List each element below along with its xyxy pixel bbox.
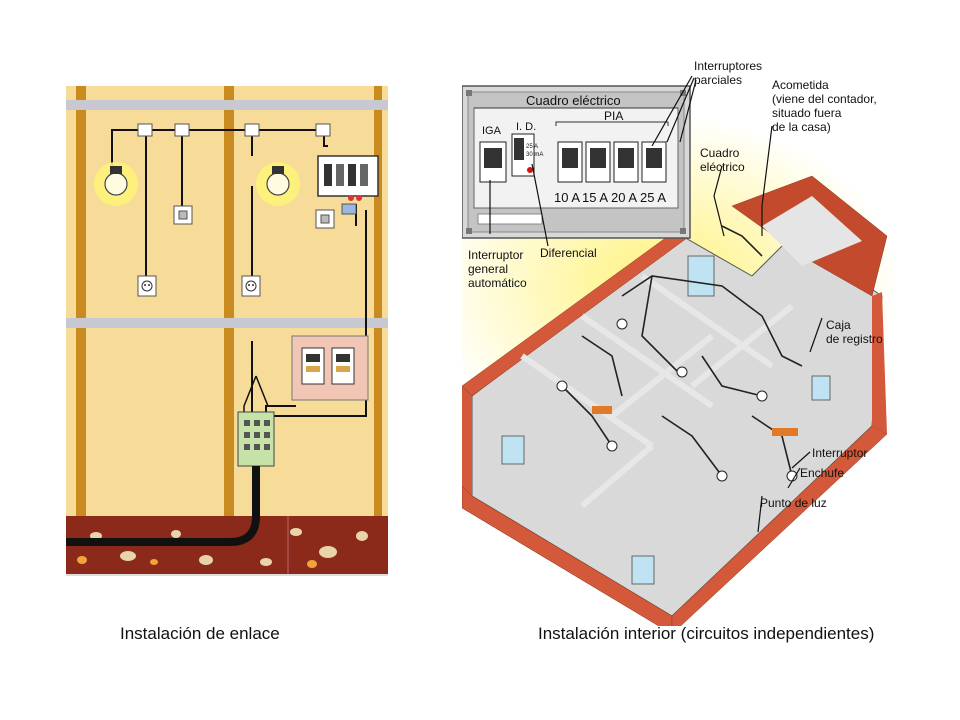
rating-25a: 25 A [640, 190, 666, 205]
enlace-diagram [66, 86, 388, 576]
light-point-icon [676, 366, 688, 378]
junction-box [174, 123, 190, 137]
window [687, 255, 715, 297]
rating-20a: 20 A [611, 190, 637, 205]
light-point-icon [716, 470, 728, 482]
rating-15a: 15 A [582, 190, 608, 205]
switch-icon [173, 205, 193, 225]
id-rating-2: 30 mA [526, 152, 543, 158]
outlet-icon [241, 275, 261, 297]
window [501, 435, 525, 465]
differential-breaker-icon [511, 133, 535, 177]
house-wall [872, 292, 887, 434]
pia-label: PIA [604, 109, 623, 123]
id-label: I. D. [516, 121, 536, 133]
id-rating-1: 25 A [526, 144, 538, 150]
beam [224, 86, 234, 516]
pia-breaker-icon [641, 141, 667, 183]
pia-breaker-icon [557, 141, 583, 183]
label-diferencial: Diferencial [540, 246, 597, 260]
igat-breaker-icon [479, 141, 507, 183]
electrical-panel: Cuadro eléctrico IGA I. D. PIA 25 A 30 m… [462, 85, 691, 239]
distribution-panel [317, 155, 379, 215]
label-interruptor-general: Interruptor general automático [468, 248, 527, 290]
left-caption: Instalación de enlace [120, 624, 280, 643]
label-interruptor: Interruptor [812, 446, 868, 460]
light-bulb-icon [256, 162, 300, 206]
rail-middle [66, 318, 388, 328]
window [631, 555, 655, 585]
switch-icon [315, 209, 335, 229]
label-acometida: Acometida (viene del contador, situado f… [772, 78, 877, 134]
igat-label: IGA [482, 125, 502, 137]
label-caja-registro: Caja de registro [826, 318, 883, 346]
light-point-icon [756, 390, 768, 402]
protection-box [237, 375, 275, 467]
junction-box [315, 123, 331, 137]
junction-box [244, 123, 260, 137]
right-caption: Instalación interior (circuitos independ… [538, 624, 875, 643]
house-wall [462, 386, 472, 496]
pia-breaker-icon [613, 141, 639, 183]
rail-top [66, 100, 388, 110]
label-cuadro-electrico: Cuadro eléctrico [700, 146, 745, 174]
light-point-icon [556, 380, 568, 392]
light-point-icon [616, 318, 628, 330]
label-interruptores-parciales: Interruptores parciales [694, 59, 763, 87]
underground-cable [66, 466, 260, 546]
light-point-icon [606, 440, 618, 452]
soil-stones [77, 528, 368, 568]
panel-title: Cuadro eléctrico [526, 93, 621, 108]
house-wall [462, 485, 673, 626]
meter-box [291, 335, 369, 401]
light-bulb-icon [94, 162, 138, 206]
rating-10a: 10 A [554, 190, 580, 205]
pia-breaker-icon [585, 141, 611, 183]
beam [374, 86, 382, 516]
label-punto-luz: Punto de luz [760, 496, 827, 510]
interior-diagram: Cuadro eléctrico IGA I. D. PIA 25 A 30 m… [462, 75, 902, 626]
beam [76, 86, 86, 516]
label-enchufe: Enchufe [800, 466, 845, 480]
window [811, 375, 831, 401]
outlet-icon [137, 275, 157, 297]
junction-box [137, 123, 153, 137]
